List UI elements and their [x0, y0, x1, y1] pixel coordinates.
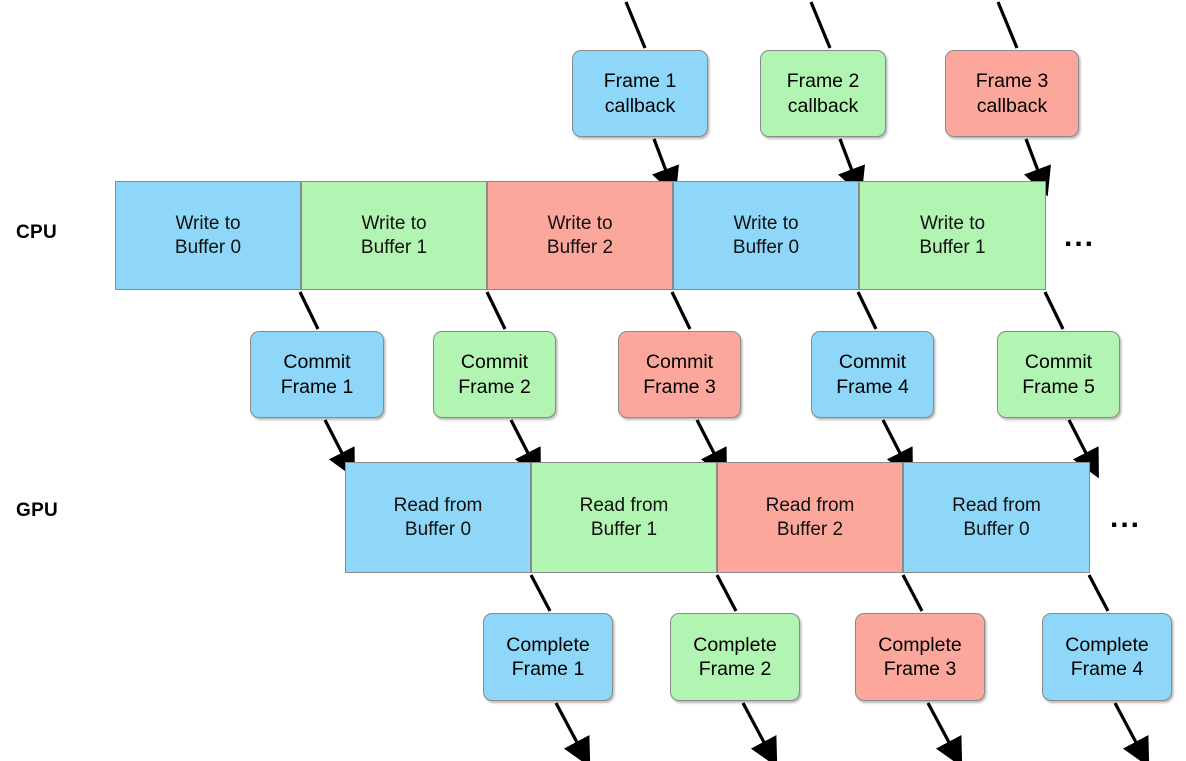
node-line-2: Frame 4: [1070, 658, 1144, 680]
node-line-1: Commit: [283, 351, 351, 374]
node-line-1: Complete: [506, 633, 590, 656]
node-line-1: Commit: [645, 351, 714, 374]
cpu-ellipsis: ...: [1064, 220, 1096, 253]
node-line-1: Commit: [1024, 351, 1093, 374]
node-line-2: Buffer 1: [590, 518, 658, 540]
node-line-2: Frame 1: [511, 658, 585, 680]
node-line-1: Frame 1: [603, 70, 677, 93]
node-line-2: Buffer 2: [776, 518, 844, 540]
node-line-2: Frame 2: [698, 658, 772, 680]
node-line-1: Frame 2: [786, 70, 860, 93]
node-line-1: Write to: [733, 212, 799, 234]
node-line-1: Read from: [765, 494, 855, 516]
node-line-1: Write to: [175, 212, 241, 234]
node-line-1: Write to: [919, 212, 986, 234]
node-line-1: Complete: [878, 633, 962, 656]
row-label-gpu: GPU: [16, 500, 59, 521]
node-line-1: Read from: [579, 494, 669, 516]
node-line-2: Frame 1: [280, 375, 354, 398]
node-line-2: callback: [604, 94, 676, 117]
node-line-1: Frame 3: [975, 70, 1049, 93]
node-line-2: Frame 2: [458, 375, 531, 398]
node-line-2: Buffer 0: [963, 518, 1030, 540]
node-line-1: Read from: [952, 494, 1041, 516]
node-line-2: Frame 5: [1022, 375, 1095, 398]
node-line-1: Complete: [693, 633, 777, 656]
node-line-2: Buffer 1: [919, 236, 986, 258]
node-line-1: Commit: [838, 351, 907, 374]
node-line-2: Buffer 2: [546, 236, 614, 258]
node-line-1: Complete: [1065, 633, 1149, 656]
node-line-2: Buffer 1: [360, 236, 428, 258]
node-line-2: Frame 3: [883, 658, 957, 680]
row-label-cpu: CPU: [16, 222, 58, 243]
node-line-2: callback: [976, 94, 1048, 117]
node-line-2: Buffer 0: [404, 518, 472, 540]
node-line-2: Buffer 0: [732, 236, 800, 258]
node-line-2: Frame 3: [643, 375, 716, 398]
gpu-ellipsis: ...: [1110, 501, 1142, 534]
node-line-2: Buffer 0: [174, 236, 242, 258]
node-line-1: Write to: [547, 212, 613, 234]
node-line-1: Commit: [460, 351, 529, 374]
node-line-1: Read from: [393, 494, 483, 516]
node-line-2: callback: [787, 94, 859, 117]
node-line-1: Write to: [361, 212, 427, 234]
node-line-2: Frame 4: [836, 375, 909, 398]
